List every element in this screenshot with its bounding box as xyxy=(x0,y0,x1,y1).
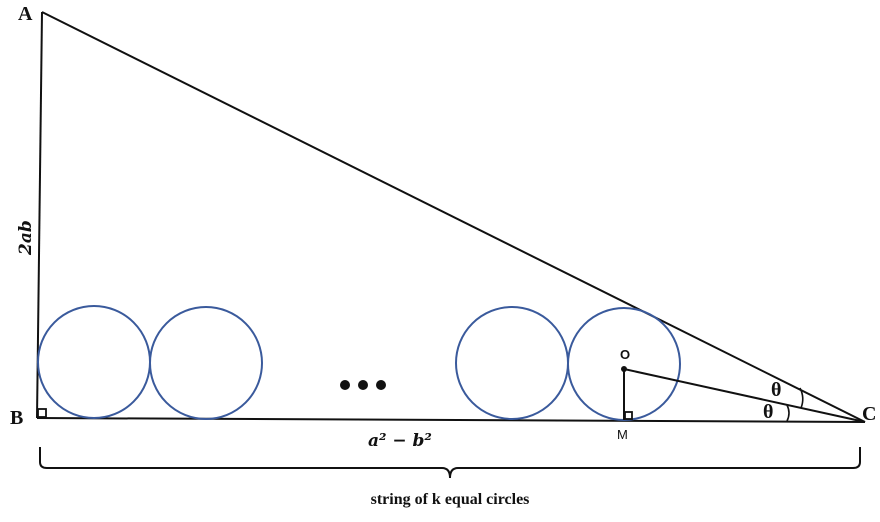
ellipsis-dots xyxy=(340,380,386,390)
caption: string of k equal circles xyxy=(371,491,530,508)
side-label-2ab: 2ab xyxy=(16,220,36,256)
circle-2 xyxy=(149,306,263,420)
right-angle-marker-b xyxy=(37,408,47,418)
circle-1 xyxy=(37,305,151,419)
curly-brace xyxy=(39,447,861,479)
angle-label-upper: θ xyxy=(771,379,781,401)
point-label-o: O xyxy=(620,347,630,362)
side-bc xyxy=(36,417,866,423)
angle-arc-lower xyxy=(786,404,790,422)
angle-label-lower: θ xyxy=(763,401,773,423)
circle-k-minus-1 xyxy=(455,306,569,420)
side-ab xyxy=(36,11,43,419)
vertex-label-a: A xyxy=(18,3,33,25)
side-ac xyxy=(41,11,866,423)
angle-arc-upper xyxy=(799,387,804,409)
vertex-label-c: C xyxy=(862,403,876,425)
vertex-label-b: B xyxy=(10,407,23,429)
right-angle-marker-m xyxy=(624,411,633,420)
side-label-a2-b2: a² − b² xyxy=(368,431,432,451)
point-label-m: M xyxy=(617,427,628,442)
segment-oc xyxy=(623,368,866,423)
